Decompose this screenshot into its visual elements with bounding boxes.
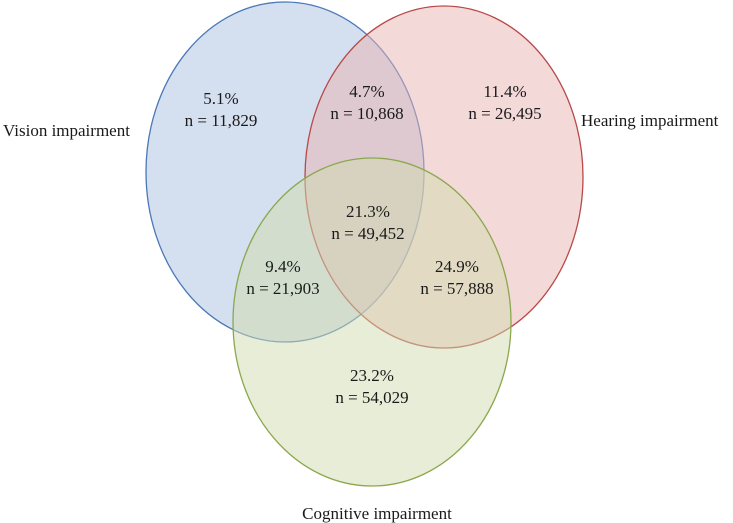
all-three-n: n = 49,452: [331, 224, 404, 243]
vision-label: Vision impairment: [3, 121, 130, 140]
cognitive-only-n: n = 54,029: [335, 388, 408, 407]
cognitive-circle: [232, 157, 512, 487]
hearing-cognitive-n: n = 57,888: [420, 279, 493, 298]
vision-hearing-n: n = 10,868: [330, 104, 403, 123]
cognitive-only-pct: 23.2%: [350, 366, 394, 385]
vision-hearing-pct: 4.7%: [349, 82, 384, 101]
hearing-only-pct: 11.4%: [483, 82, 526, 101]
vision-cognitive-n: n = 21,903: [246, 279, 319, 298]
hearing-only-n: n = 26,495: [468, 104, 541, 123]
vision-only-pct: 5.1%: [203, 89, 238, 108]
vision-cognitive-pct: 9.4%: [265, 257, 300, 276]
hearing-cognitive-pct: 24.9%: [435, 257, 479, 276]
hearing-label: Hearing impairment: [581, 111, 719, 130]
all-three-pct: 21.3%: [346, 202, 390, 221]
vision-only-n: n = 11,829: [185, 111, 258, 130]
cognitive-label: Cognitive impairment: [302, 504, 452, 523]
